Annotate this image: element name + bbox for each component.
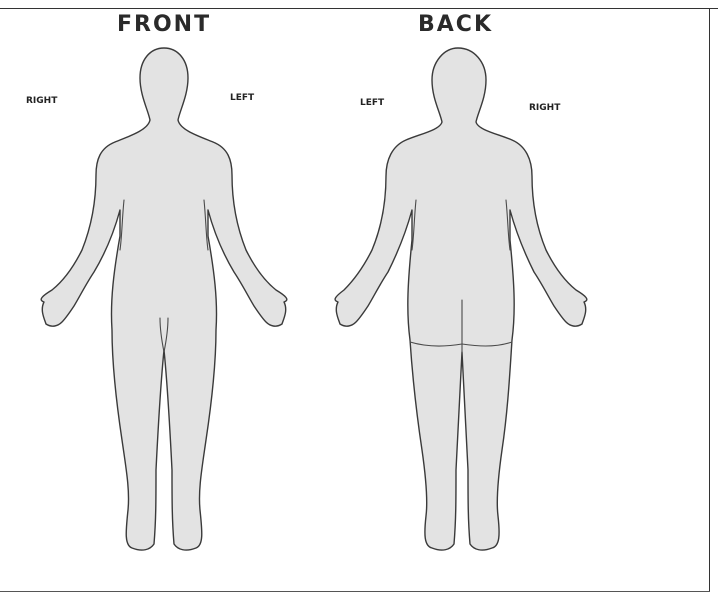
- back-body-outline: [335, 48, 587, 550]
